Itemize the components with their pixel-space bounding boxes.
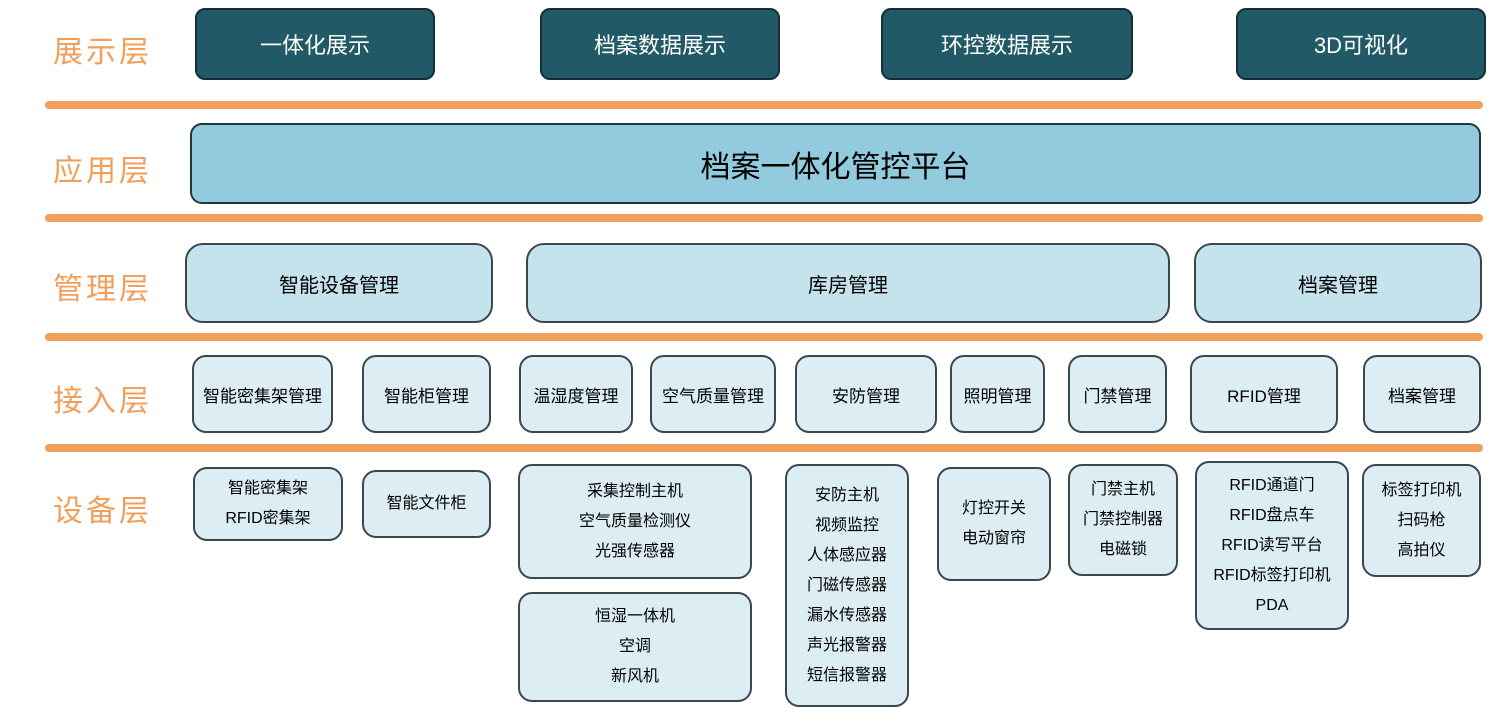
device-box-security-devices: 安防主机 视频监控 人体感应器 门磁传感器 漏水传感器 声光报警器 短信报警器	[785, 464, 909, 707]
device-box-line: 光强传感器	[594, 542, 675, 560]
device-box-line: 恒湿一体机	[594, 608, 675, 625]
access-box-dense-rack: 智能密集架管理	[192, 355, 333, 433]
device-box-label-devices: 标签打印机 扫码枪 高拍仪	[1362, 464, 1481, 577]
device-box-line: 门禁主机	[1090, 481, 1155, 498]
device-box-line: RFID通道门	[1229, 476, 1315, 494]
device-box-light-curtain: 灯控开关 电动窗帘	[937, 467, 1051, 581]
device-box-dense-racks: 智能密集架 RFID密集架	[193, 467, 343, 541]
layer-label-display: 展示层	[53, 36, 152, 69]
device-box-line: 空气质量检测仪	[578, 512, 691, 530]
layer-label-device: 设备层	[53, 495, 152, 528]
layer-divider	[45, 214, 1483, 222]
access-box-lighting: 照明管理	[950, 355, 1045, 433]
display-box-archive-data: 档案数据展示	[540, 8, 780, 80]
device-box-line: 门禁控制器	[1082, 511, 1163, 528]
device-box-line: RFID标签打印机	[1213, 566, 1331, 584]
device-box-hvac: 恒湿一体机 空调 新风机	[518, 592, 752, 702]
layer-divider	[45, 444, 1483, 452]
device-box-line: PDA	[1255, 596, 1289, 614]
display-box-env-data: 环控数据展示	[881, 8, 1133, 80]
device-box-line: 门磁传感器	[806, 576, 887, 594]
management-box-smart-device: 智能设备管理	[185, 243, 493, 323]
device-box-line: 人体感应器	[806, 546, 887, 564]
layer-label-access: 接入层	[53, 385, 152, 418]
device-box-line: RFID盘点车	[1229, 506, 1315, 524]
device-box-line: 空调	[618, 638, 651, 655]
device-box-file-cabinet: 智能文件柜	[362, 470, 491, 538]
device-box-line: 短信报警器	[806, 666, 887, 684]
device-box-line: 智能文件柜	[386, 495, 467, 512]
access-box-archive: 档案管理	[1363, 355, 1481, 433]
display-box-3d: 3D可视化	[1236, 8, 1486, 80]
device-box-line: 安防主机	[814, 486, 879, 504]
device-box-line: 标签打印机	[1381, 481, 1462, 499]
layer-label-application: 应用层	[53, 155, 152, 188]
display-box-integrated: 一体化展示	[195, 8, 435, 80]
access-box-security: 安防管理	[795, 355, 937, 433]
application-platform-box: 档案一体化管控平台	[190, 123, 1481, 204]
device-box-door-devices: 门禁主机 门禁控制器 电磁锁	[1068, 464, 1178, 576]
device-box-line: RFID读写平台	[1221, 536, 1323, 554]
device-box-line: 声光报警器	[806, 636, 887, 654]
access-box-smart-cabinet: 智能柜管理	[362, 355, 491, 433]
device-box-line: RFID密集架	[225, 510, 311, 527]
management-box-storeroom: 库房管理	[526, 243, 1170, 323]
device-box-line: 视频监控	[814, 516, 879, 534]
device-box-line: 漏水传感器	[806, 606, 887, 624]
management-box-archive: 档案管理	[1194, 243, 1482, 323]
device-box-line: 电磁锁	[1098, 541, 1147, 558]
device-box-line: 高拍仪	[1397, 541, 1446, 559]
device-box-line: 新风机	[610, 668, 659, 685]
device-box-rfid-devices: RFID通道门 RFID盘点车 RFID读写平台 RFID标签打印机 PDA	[1195, 461, 1349, 630]
access-box-air-quality: 空气质量管理	[650, 355, 776, 433]
layer-label-management: 管理层	[53, 273, 152, 306]
device-box-line: 智能密集架	[227, 480, 308, 497]
device-box-line: 扫码枪	[1397, 511, 1446, 529]
device-box-line: 灯控开关	[961, 500, 1026, 517]
access-box-door-control: 门禁管理	[1068, 355, 1167, 433]
access-box-rfid: RFID管理	[1190, 355, 1338, 433]
layer-divider	[45, 333, 1483, 341]
device-box-line: 电动窗帘	[961, 530, 1026, 547]
access-box-temp-humidity: 温湿度管理	[519, 355, 633, 433]
device-box-collection-host: 采集控制主机 空气质量检测仪 光强传感器	[518, 464, 752, 579]
device-box-line: 采集控制主机	[586, 482, 683, 500]
layer-divider	[45, 101, 1483, 109]
